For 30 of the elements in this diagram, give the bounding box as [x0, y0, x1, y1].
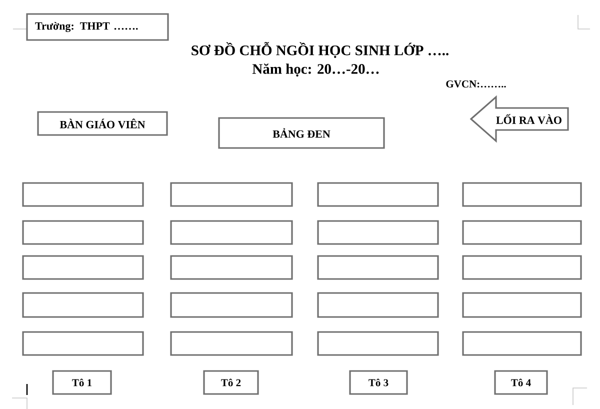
desk-box — [462, 292, 582, 318]
desk-box — [317, 220, 439, 245]
desk-box — [462, 255, 582, 280]
desk-box — [462, 331, 582, 356]
desk-box — [462, 220, 582, 245]
subtitle: Năm học: 20…-20… — [252, 63, 379, 77]
teacher-desk-box: BÀN GIÁO VIÊN — [37, 111, 168, 136]
blackboard-box: BẢNG ĐEN — [218, 117, 385, 149]
desk-box — [170, 292, 293, 318]
group-label-box: Tô 3 — [349, 370, 408, 395]
desk-box — [317, 182, 439, 207]
label-box: Trường: THPT ……. — [26, 13, 169, 41]
title: SƠ ĐỒ CHỖ NGỒI HỌC SINH LỚP ….. — [192, 42, 448, 58]
desk-box — [22, 182, 144, 207]
desk-box — [462, 182, 582, 207]
desk-box — [317, 255, 439, 280]
desk-box — [22, 220, 144, 245]
desk-box — [317, 331, 439, 356]
desk-box — [22, 255, 144, 280]
teacher-line: GVCN:…….. — [446, 80, 506, 88]
desk-box — [317, 292, 439, 318]
desk-box — [170, 331, 293, 356]
group-label-box: Tô 1 — [52, 370, 112, 395]
desk-box — [22, 331, 144, 356]
group-label-box: Tô 2 — [203, 370, 259, 395]
group-label-box: Tô 4 — [494, 370, 548, 395]
desk-box — [170, 182, 293, 207]
desk-box — [170, 255, 293, 280]
desk-box — [22, 292, 144, 318]
desk-box — [170, 220, 293, 245]
